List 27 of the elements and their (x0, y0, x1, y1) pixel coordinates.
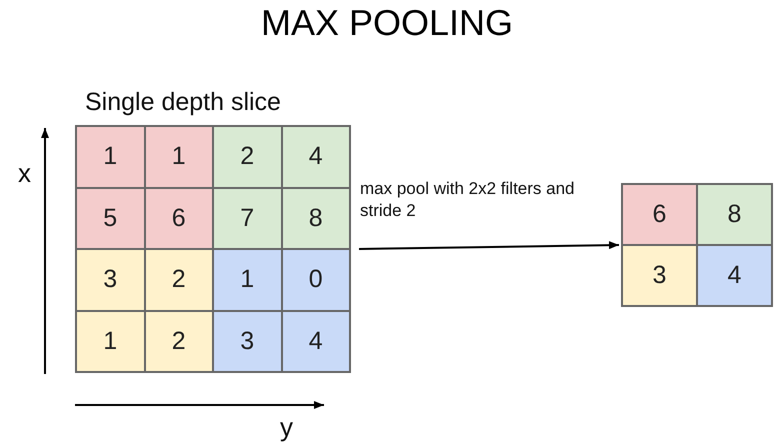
axis-label: y (280, 412, 293, 443)
matrix-cell: 2 (213, 126, 282, 188)
matrix-cell: 8 (697, 184, 772, 245)
matrix-cell: 1 (76, 310, 144, 372)
matrix-cell: 2 (144, 310, 213, 372)
matrix-cell: 3 (213, 310, 282, 372)
matrix-cell: 4 (282, 310, 350, 372)
matrix-cell: 4 (282, 126, 350, 188)
matrix-cell: 7 (213, 188, 282, 249)
grid-heading: Single depth slice (85, 88, 281, 117)
matrix-cell: 8 (282, 188, 350, 249)
matrix-cell: 1 (213, 249, 282, 310)
matrix-cell: 2 (144, 249, 213, 310)
axis-label: x (18, 158, 31, 189)
matrix-cell: 1 (76, 126, 144, 188)
matrix-cell: 5 (76, 188, 144, 249)
matrix-cell: 6 (144, 188, 213, 249)
arrow (358, 241, 620, 250)
matrix-cell: 6 (622, 184, 697, 245)
matrix-cell: 1 (144, 126, 213, 188)
matrix-cell: 4 (697, 245, 772, 306)
grid-matrix (621, 183, 773, 307)
matrix-cell: 0 (282, 249, 350, 310)
title: MAX POOLING (260, 2, 514, 44)
matrix-cell: 3 (76, 249, 144, 310)
edge-label: max pool with 2x2 filters and stride 2 (360, 178, 576, 222)
matrix-cell: 3 (622, 245, 697, 306)
